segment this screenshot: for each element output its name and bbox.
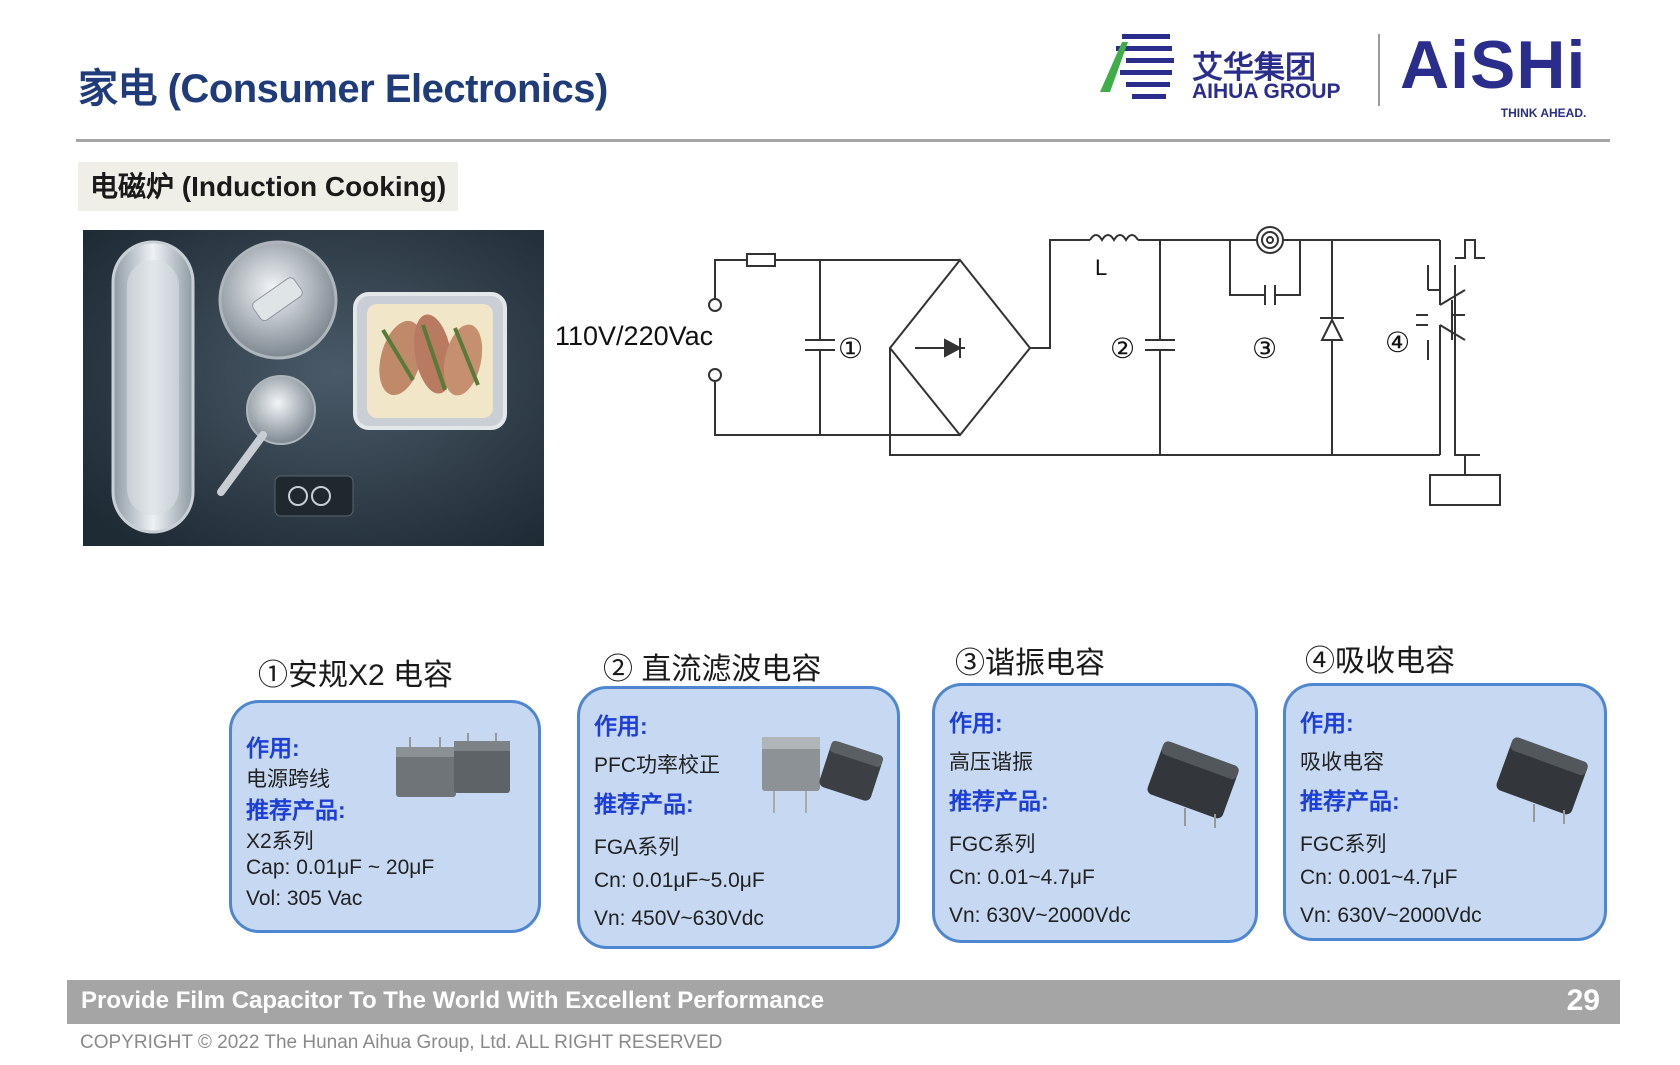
footer-slogan: Provide Film Capacitor To The World With… bbox=[81, 987, 825, 1014]
card-x2-capacitor: 作用: 电源跨线 推荐产品: X2系列 Cap: 0.01μF ~ 20μF V… bbox=[229, 700, 541, 933]
marker-3: ③ bbox=[1252, 333, 1277, 364]
spec-capacitance: Cap: 0.01μF ~ 20μF bbox=[246, 856, 435, 879]
brand-tagline: THINK AHEAD. bbox=[1500, 106, 1587, 120]
card-title-resonant: ③谐振电容 bbox=[955, 647, 1105, 680]
card-title-x2: ①安规X2 电容 bbox=[258, 659, 454, 692]
card-title-dc-filter: ② 直流滤波电容 bbox=[603, 653, 822, 686]
fga-capacitor-image bbox=[762, 737, 884, 813]
logo-english: AIHUA GROUP bbox=[1192, 80, 1341, 103]
function-value: 高压谐振 bbox=[949, 751, 1033, 774]
driver-block bbox=[1429, 474, 1501, 506]
spec-capacitance: Cn: 0.01μF~5.0μF bbox=[594, 869, 765, 892]
function-label: 作用: bbox=[594, 713, 648, 739]
spec-voltage: Vn: 630V~2000Vdc bbox=[1300, 904, 1482, 927]
circuit-diagram: 110V/220Vac L ① ② ③ ④ bbox=[555, 226, 1501, 506]
spec-capacitance: Cn: 0.01~4.7μF bbox=[949, 866, 1095, 889]
fgc-capacitor-image bbox=[1147, 741, 1239, 828]
spec-voltage: Vn: 630V~2000Vdc bbox=[949, 904, 1131, 927]
spec-capacitance: Cn: 0.001~4.7μF bbox=[1300, 866, 1458, 889]
section-label: 电磁炉 (Induction Cooking) bbox=[78, 162, 459, 211]
marker-1: ① bbox=[838, 333, 863, 364]
fuse-symbol bbox=[746, 253, 776, 267]
product-label: 推荐产品: bbox=[1300, 788, 1400, 814]
card-title-snubber: ④吸收电容 bbox=[1305, 645, 1455, 678]
series-value: FGA系列 bbox=[594, 836, 680, 859]
function-label: 作用: bbox=[246, 735, 300, 761]
function-value: 吸收电容 bbox=[1300, 751, 1384, 774]
function-value: PFC功率校正 bbox=[594, 754, 720, 777]
voltage-label: 110V/220Vac bbox=[555, 321, 713, 351]
logo-divider bbox=[1378, 34, 1380, 106]
function-value: 电源跨线 bbox=[246, 768, 330, 791]
marker-2: ② bbox=[1110, 333, 1135, 364]
ac-terminal-top bbox=[708, 298, 722, 312]
aihua-emblem-icon bbox=[1094, 26, 1174, 106]
marker-4: ④ bbox=[1385, 327, 1410, 358]
induction-coil-symbol bbox=[1256, 226, 1284, 254]
footer-bar: Provide Film Capacitor To The World With… bbox=[67, 980, 1620, 1024]
spec-voltage: Vol: 305 Vac bbox=[246, 887, 363, 910]
function-label: 作用: bbox=[1300, 710, 1354, 736]
logo-chinese: 艾华集团 bbox=[1192, 50, 1316, 85]
series-value: FGC系列 bbox=[1300, 833, 1387, 856]
aihua-logo: 艾华集团 AIHUA GROUP bbox=[1092, 22, 1352, 112]
ac-terminal-bottom bbox=[708, 368, 722, 382]
card-dc-filter-capacitor: 作用: PFC功率校正 推荐产品: FGA系列 Cn: 0.01μF~5.0μF… bbox=[577, 686, 900, 949]
inductor-label: L bbox=[1095, 255, 1107, 280]
x2-capacitor-image bbox=[396, 733, 510, 797]
title-divider bbox=[76, 139, 1610, 142]
bridge-rectifier-symbol bbox=[888, 258, 1032, 437]
product-label: 推荐产品: bbox=[246, 797, 346, 823]
brand-name: AiSHi bbox=[1400, 27, 1587, 103]
page-title: 家电 (Consumer Electronics) bbox=[78, 67, 608, 111]
product-label: 推荐产品: bbox=[949, 788, 1049, 814]
card-snubber-capacitor: 作用: 吸收电容 推荐产品: FGC系列 Cn: 0.001~4.7μF Vn:… bbox=[1283, 683, 1607, 941]
page-number: 29 bbox=[1566, 984, 1600, 1017]
function-label: 作用: bbox=[949, 710, 1003, 736]
copyright-notice: COPYRIGHT © 2022 The Hunan Aihua Group, … bbox=[80, 1032, 723, 1053]
brand-logo: AiSHi THINK AHEAD. bbox=[1400, 27, 1587, 120]
inductor-symbol bbox=[1089, 234, 1139, 242]
product-label: 推荐产品: bbox=[594, 791, 694, 817]
fgc-capacitor-image bbox=[1496, 737, 1588, 824]
induction-cooktop-photo bbox=[83, 230, 544, 546]
card-resonant-capacitor: 作用: 高压谐振 推荐产品: FGC系列 Cn: 0.01~4.7μF Vn: … bbox=[932, 683, 1258, 943]
spec-voltage: Vn: 450V~630Vdc bbox=[594, 907, 764, 930]
series-value: FGC系列 bbox=[949, 833, 1036, 856]
series-value: X2系列 bbox=[246, 830, 314, 853]
